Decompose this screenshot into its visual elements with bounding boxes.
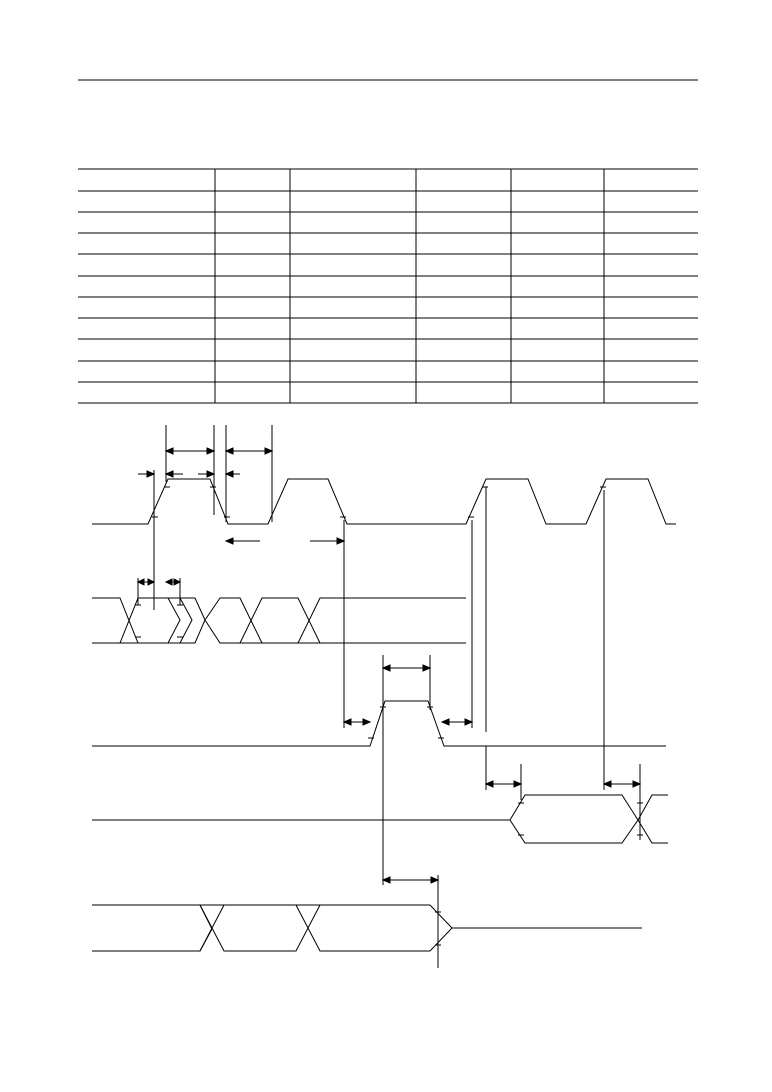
address-bus [92, 597, 466, 644]
input-bus [92, 904, 642, 952]
threshold-ticks [135, 486, 643, 946]
clock-waveform [92, 478, 676, 525]
reference-lines [137, 425, 641, 968]
timing-spec-table [78, 168, 698, 404]
timing-arrows [136, 447, 642, 884]
output-bus [92, 794, 668, 844]
strobe-waveform [92, 700, 666, 747]
timing-diagram [92, 425, 676, 968]
